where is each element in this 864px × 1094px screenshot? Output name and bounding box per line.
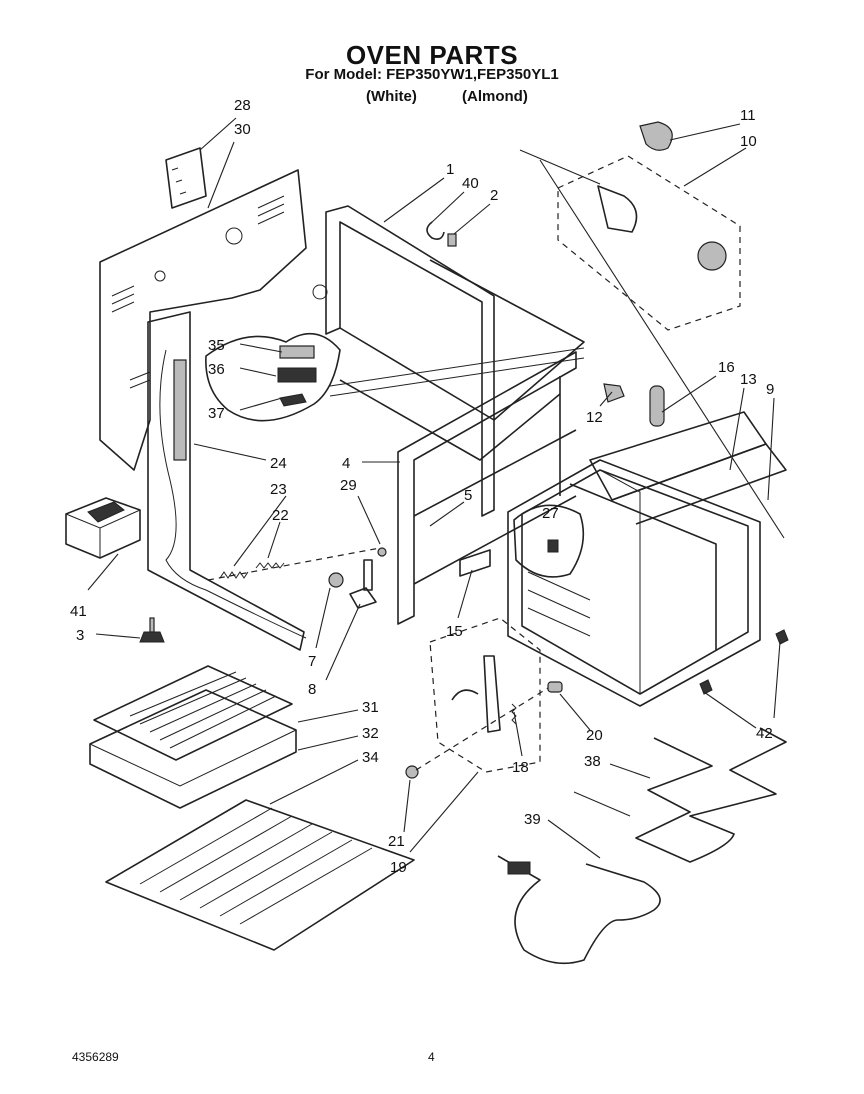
part-21-drawing bbox=[405, 765, 419, 779]
callout-37: 37 bbox=[208, 405, 225, 422]
part-9-drawing bbox=[611, 443, 787, 525]
part-39-drawing bbox=[497, 855, 661, 965]
callout-22: 22 bbox=[272, 507, 289, 524]
part-10-drawing bbox=[519, 149, 785, 539]
doc-number: 4356289 bbox=[72, 1050, 119, 1064]
part-2-drawing bbox=[447, 233, 457, 247]
part-1-drawing bbox=[325, 205, 585, 517]
callout-labels: 28 30 1 40 2 11 10 16 13 9 35 36 37 12 2… bbox=[70, 97, 774, 876]
callout-5: 5 bbox=[464, 487, 472, 504]
part-22-drawing bbox=[255, 562, 285, 569]
callout-21: 21 bbox=[388, 833, 405, 850]
callout-10: 10 bbox=[740, 133, 757, 150]
part-29-drawing bbox=[377, 547, 387, 557]
callout-2: 2 bbox=[490, 187, 498, 204]
part-24-drawing bbox=[147, 311, 307, 651]
part-42-drawing bbox=[699, 629, 789, 695]
callout-3: 3 bbox=[76, 627, 84, 644]
part-38-drawing bbox=[573, 727, 787, 863]
callout-30: 30 bbox=[234, 121, 251, 138]
callout-40: 40 bbox=[462, 175, 479, 192]
part-7-drawing bbox=[328, 572, 344, 588]
callout-24: 24 bbox=[270, 455, 287, 472]
part-3-drawing bbox=[139, 617, 165, 643]
callout-27: 27 bbox=[542, 505, 559, 522]
part-20-drawing bbox=[547, 681, 563, 693]
part-41-drawing bbox=[65, 497, 141, 559]
callout-15: 15 bbox=[446, 623, 463, 640]
callout-42: 42 bbox=[756, 725, 773, 742]
part-15-drawing bbox=[459, 549, 491, 577]
part-27-drawing bbox=[513, 504, 585, 578]
callout-20: 20 bbox=[586, 727, 603, 744]
callout-19: 19 bbox=[390, 859, 407, 876]
variant-white-label: (White) bbox=[366, 88, 417, 105]
callout-41: 41 bbox=[70, 603, 87, 620]
part-12-drawing bbox=[603, 383, 625, 403]
part-4-drawing bbox=[397, 351, 577, 625]
callout-28: 28 bbox=[234, 97, 251, 114]
part-19-drawing bbox=[429, 617, 541, 773]
part-16-drawing bbox=[649, 385, 665, 427]
callout-23: 23 bbox=[270, 481, 287, 498]
callout-31: 31 bbox=[362, 699, 379, 716]
callout-34: 34 bbox=[362, 749, 379, 766]
part-8-drawing bbox=[349, 559, 377, 609]
callout-13: 13 bbox=[740, 371, 757, 388]
part-40-drawing bbox=[426, 221, 445, 240]
callout-39: 39 bbox=[524, 811, 541, 828]
callout-16: 16 bbox=[718, 359, 735, 376]
part-31-drawing bbox=[93, 665, 293, 761]
callout-8: 8 bbox=[308, 681, 316, 698]
part-30-drawing bbox=[99, 169, 328, 471]
model-subtitle: For Model: FEP350YW1,FEP350YL1 bbox=[305, 66, 559, 83]
oven-cavity-drawing bbox=[507, 459, 761, 707]
page-number: 4 bbox=[428, 1050, 435, 1064]
part-11-drawing bbox=[639, 121, 673, 151]
callout-32: 32 bbox=[362, 725, 379, 742]
callout-38: 38 bbox=[584, 753, 601, 770]
callout-29: 29 bbox=[340, 477, 357, 494]
part-28-drawing bbox=[165, 147, 207, 209]
part-32-drawing bbox=[89, 689, 297, 809]
variant-almond-label: (Almond) bbox=[462, 88, 528, 105]
leader-lines bbox=[87, 117, 781, 859]
latch-dashline bbox=[415, 687, 549, 771]
insulation-drawing bbox=[205, 332, 341, 422]
callout-1: 1 bbox=[446, 161, 454, 178]
callout-4: 4 bbox=[342, 455, 350, 472]
callout-11: 11 bbox=[740, 107, 756, 124]
callout-7: 7 bbox=[308, 653, 316, 670]
callout-9: 9 bbox=[766, 381, 774, 398]
assembly-dashline bbox=[207, 547, 381, 581]
part-34-drawing bbox=[105, 799, 415, 951]
callout-36: 36 bbox=[208, 361, 225, 378]
callout-35: 35 bbox=[208, 337, 225, 354]
callout-18: 18 bbox=[512, 759, 529, 776]
callout-12: 12 bbox=[586, 409, 603, 426]
page-title: OVEN PARTS bbox=[345, 40, 519, 70]
